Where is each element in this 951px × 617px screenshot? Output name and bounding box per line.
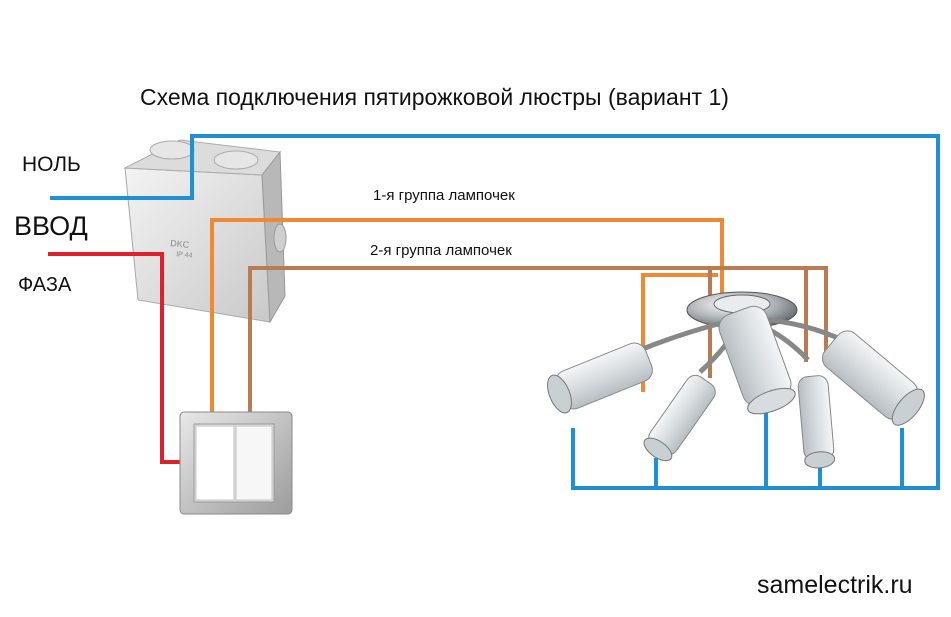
junction-box-rating: IP 44 xyxy=(176,251,193,260)
lamp-shade-2 xyxy=(643,374,716,462)
phase-wire xyxy=(48,252,194,464)
input-label: ВВОД xyxy=(14,211,88,241)
lamp-shade-1 xyxy=(547,342,653,414)
site-watermark: samelectrik.ru xyxy=(757,571,913,599)
switch-key-left xyxy=(195,425,235,501)
group1-label: 1-я группа лампочек xyxy=(373,187,515,204)
chandelier xyxy=(547,291,925,469)
junction-box-brand: DKC xyxy=(170,238,190,250)
switch-key-right xyxy=(235,425,273,501)
phase-label: ФАЗА xyxy=(18,274,72,296)
lamp-shade-3 xyxy=(718,305,796,415)
lamp-shade-5 xyxy=(821,330,925,426)
neutral-wire xyxy=(50,134,940,490)
neutral-label: НОЛЬ xyxy=(22,153,81,176)
diagram-title: Схема подключения пятирожковой люстры (в… xyxy=(140,84,729,110)
lamp-shade-4 xyxy=(797,375,836,469)
junction-box: DKC IP 44 xyxy=(123,139,287,324)
double-switch xyxy=(179,411,293,515)
group2-label: 2-я группа лампочек xyxy=(370,242,512,259)
